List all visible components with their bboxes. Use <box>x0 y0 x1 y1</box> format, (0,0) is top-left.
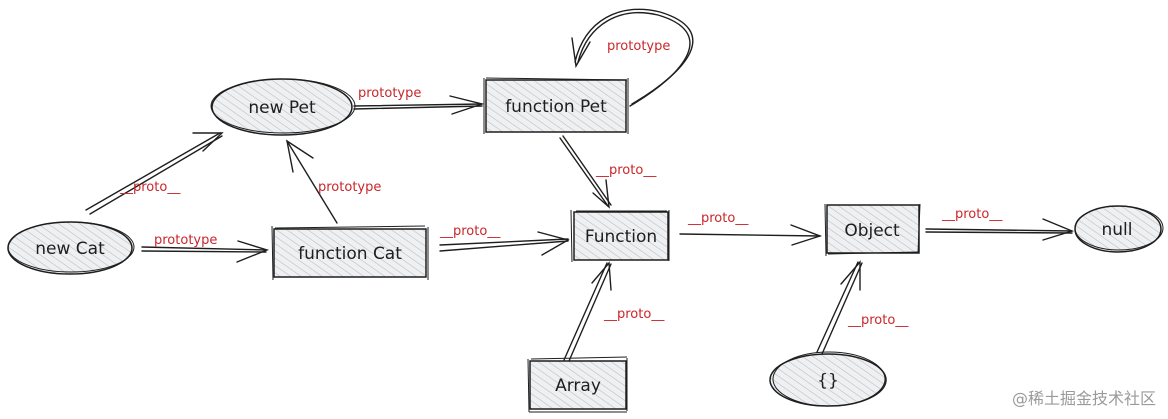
node-new-pet[interactable]: new Pet <box>210 78 356 136</box>
edge-label-array-function: __proto__ <box>603 307 665 322</box>
node-function-cat[interactable]: function Cat <box>271 225 429 281</box>
edge-object-to-null <box>925 218 1075 241</box>
node-array[interactable]: Array <box>527 356 628 413</box>
node-new-cat[interactable]: new Cat <box>7 221 135 275</box>
node-label-array: Array <box>555 376 601 396</box>
edge-label-newcat-functioncat: prototype <box>154 233 217 248</box>
edge-label-object-null: __proto__ <box>941 207 1003 222</box>
node-label-function: Function <box>585 227 657 247</box>
edge-newcat-to-newpet <box>85 132 224 215</box>
node-null[interactable]: null <box>1074 205 1164 253</box>
node-label-new-cat: new Cat <box>35 239 105 259</box>
edge-functionpet-self <box>571 8 694 107</box>
node-label-function-pet: function Pet <box>505 97 607 117</box>
node-function-pet[interactable]: function Pet <box>483 77 629 134</box>
edge-newpet-to-functionpet <box>353 95 485 115</box>
node-label-object-literal: {} <box>817 371 839 391</box>
edge-label-functionpet-function: __proto__ <box>595 163 657 178</box>
edge-functioncat-to-function <box>439 231 570 256</box>
node-label-new-pet: new Pet <box>248 98 316 118</box>
node-label-null: null <box>1102 220 1133 240</box>
edge-function-to-object <box>679 224 823 246</box>
node-label-object: Object <box>844 221 900 241</box>
node-object[interactable]: Object <box>824 203 921 257</box>
edge-functionpet-to-function <box>559 135 612 209</box>
edge-array-to-function <box>563 261 612 362</box>
edge-functioncat-to-newpet <box>285 139 338 224</box>
edge-newcat-to-functioncat <box>141 240 270 263</box>
edge-objectliteral-to-object <box>816 260 863 355</box>
watermark: @稀土掘金技术社区 <box>1011 389 1156 408</box>
edge-label-functioncat-newpet: prototype <box>318 180 381 195</box>
node-function[interactable]: Function <box>570 209 670 263</box>
node-object-literal[interactable]: {} <box>769 351 887 407</box>
node-label-function-cat: function Cat <box>298 244 402 264</box>
edge-label-functionpet-self: prototype <box>607 39 670 54</box>
edge-label-newcat-newpet: __proto__ <box>119 180 181 195</box>
edge-label-newpet-functionpet: prototype <box>358 86 421 101</box>
edge-label-functioncat-function: __proto__ <box>439 224 501 239</box>
edge-label-function-object: __proto__ <box>687 211 749 226</box>
edge-label-objectliteral-object: __proto__ <box>847 313 909 328</box>
